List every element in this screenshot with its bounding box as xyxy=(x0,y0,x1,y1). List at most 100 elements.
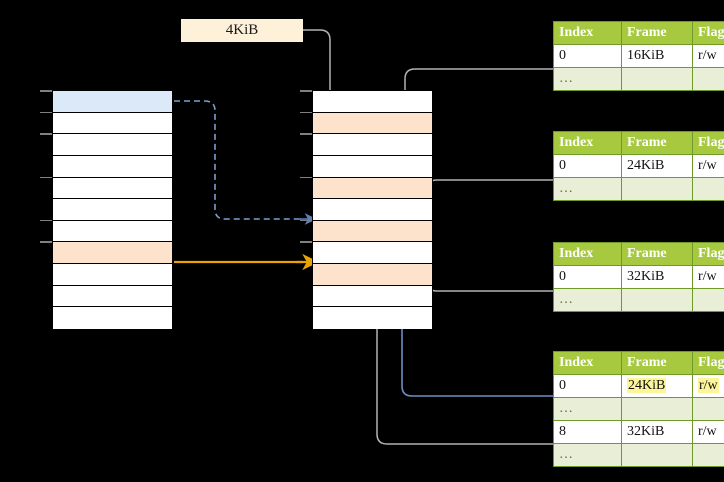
memory-row[interactable] xyxy=(53,91,172,113)
cell-frame xyxy=(621,443,693,467)
col-frame: Frame xyxy=(621,131,693,155)
cell-frame xyxy=(621,397,693,421)
cell-index: 0 xyxy=(553,374,622,398)
cell-flags xyxy=(692,288,724,312)
cell-frame xyxy=(621,288,693,312)
memory-row[interactable] xyxy=(313,91,432,113)
col-flags: Flags xyxy=(692,131,724,155)
cell-index: … xyxy=(553,397,622,421)
col-flags: Flags xyxy=(692,21,724,45)
row-tick xyxy=(300,176,312,179)
cell-frame: 32KiB xyxy=(621,420,693,444)
cell-index: 0 xyxy=(553,265,622,289)
cell-frame: 32KiB xyxy=(621,265,693,289)
cell-flags: r/w xyxy=(692,154,724,178)
memory-row[interactable] xyxy=(53,177,172,200)
highlight-mark: 24KiB xyxy=(627,378,667,393)
highlight-mark: r/w xyxy=(698,378,719,393)
page-table-4[interactable]: Index Frame Flags 024KiBr/w…832KiBr/w… xyxy=(553,351,724,467)
memory-row[interactable] xyxy=(313,242,432,264)
cell-index: 0 xyxy=(553,154,622,178)
row-tick xyxy=(300,133,312,135)
virtual-address-space-table xyxy=(52,90,173,329)
cell-index: … xyxy=(553,443,622,467)
col-index: Index xyxy=(553,21,622,45)
col-frame: Frame xyxy=(621,351,693,375)
memory-row[interactable] xyxy=(53,220,172,243)
page-size-label: 4KiB xyxy=(181,19,303,42)
memory-row[interactable] xyxy=(313,112,432,135)
memory-row[interactable] xyxy=(313,177,432,200)
memory-row[interactable] xyxy=(313,307,432,329)
cell-flags: r/w xyxy=(692,374,724,398)
col-index: Index xyxy=(553,131,622,155)
page-table-3-header-row: Index Frame Flags xyxy=(553,242,724,266)
table3-frame-wire xyxy=(421,258,553,292)
memory-row[interactable] xyxy=(313,134,432,156)
memory-row[interactable] xyxy=(53,112,172,135)
row-tick xyxy=(40,133,52,135)
memory-row[interactable] xyxy=(53,155,172,178)
table-row[interactable]: … xyxy=(553,397,724,421)
page-table-4-header-row: Index Frame Flags xyxy=(553,351,724,375)
cell-flags xyxy=(692,397,724,421)
col-index: Index xyxy=(553,242,622,266)
cell-frame: 16KiB xyxy=(621,44,693,68)
col-index: Index xyxy=(553,351,622,375)
page-table-2-header-row: Index Frame Flags xyxy=(553,131,724,155)
cell-flags: r/w xyxy=(692,44,724,68)
physical-memory-table xyxy=(312,90,433,329)
blue-dashed-lookup xyxy=(174,100,317,225)
page-table-1-header-row: Index Frame Flags xyxy=(553,21,724,45)
memory-row[interactable] xyxy=(53,199,172,221)
cell-index: 8 xyxy=(553,420,622,444)
table-row[interactable]: … xyxy=(553,443,724,467)
table-row[interactable]: … xyxy=(553,67,724,91)
row-tick xyxy=(300,241,312,243)
memory-row[interactable] xyxy=(53,242,172,264)
memory-row[interactable] xyxy=(313,220,432,243)
memory-row[interactable] xyxy=(313,264,432,286)
memory-row[interactable] xyxy=(313,155,432,178)
page-table-1[interactable]: Index Frame Flags 016KiBr/w… xyxy=(553,21,724,91)
table-row[interactable]: 0 24KiB r/w xyxy=(553,374,724,398)
cell-index: … xyxy=(553,288,622,312)
memory-row[interactable] xyxy=(313,285,432,308)
row-tick xyxy=(40,241,52,243)
cell-frame xyxy=(621,177,693,201)
cell-flags xyxy=(692,177,724,201)
col-frame: Frame xyxy=(621,21,693,45)
memory-row[interactable] xyxy=(53,134,172,156)
cell-frame xyxy=(621,67,693,91)
table2-frame-wire xyxy=(421,179,553,226)
col-flags: Flags xyxy=(692,242,724,266)
row-tick xyxy=(40,219,52,222)
row-tick xyxy=(40,176,52,179)
table-row[interactable]: … xyxy=(553,177,724,201)
cell-index: 0 xyxy=(553,44,622,68)
row-tick xyxy=(300,90,312,92)
page-table-2[interactable]: Index Frame Flags 024KiBr/w… xyxy=(553,131,724,201)
row-tick xyxy=(300,219,312,222)
cell-frame: 24KiB xyxy=(621,154,693,178)
cell-flags xyxy=(692,67,724,91)
memory-row[interactable] xyxy=(53,307,172,329)
memory-row[interactable] xyxy=(53,264,172,286)
memory-row[interactable] xyxy=(313,199,432,221)
col-flags: Flags xyxy=(692,351,724,375)
cell-flags: r/w xyxy=(692,420,724,444)
memory-row[interactable] xyxy=(53,285,172,308)
row-tick xyxy=(40,90,52,92)
table-row[interactable]: … xyxy=(553,288,724,312)
page-table-3[interactable]: Index Frame Flags 032KiBr/w… xyxy=(553,242,724,312)
cell-flags xyxy=(692,443,724,467)
